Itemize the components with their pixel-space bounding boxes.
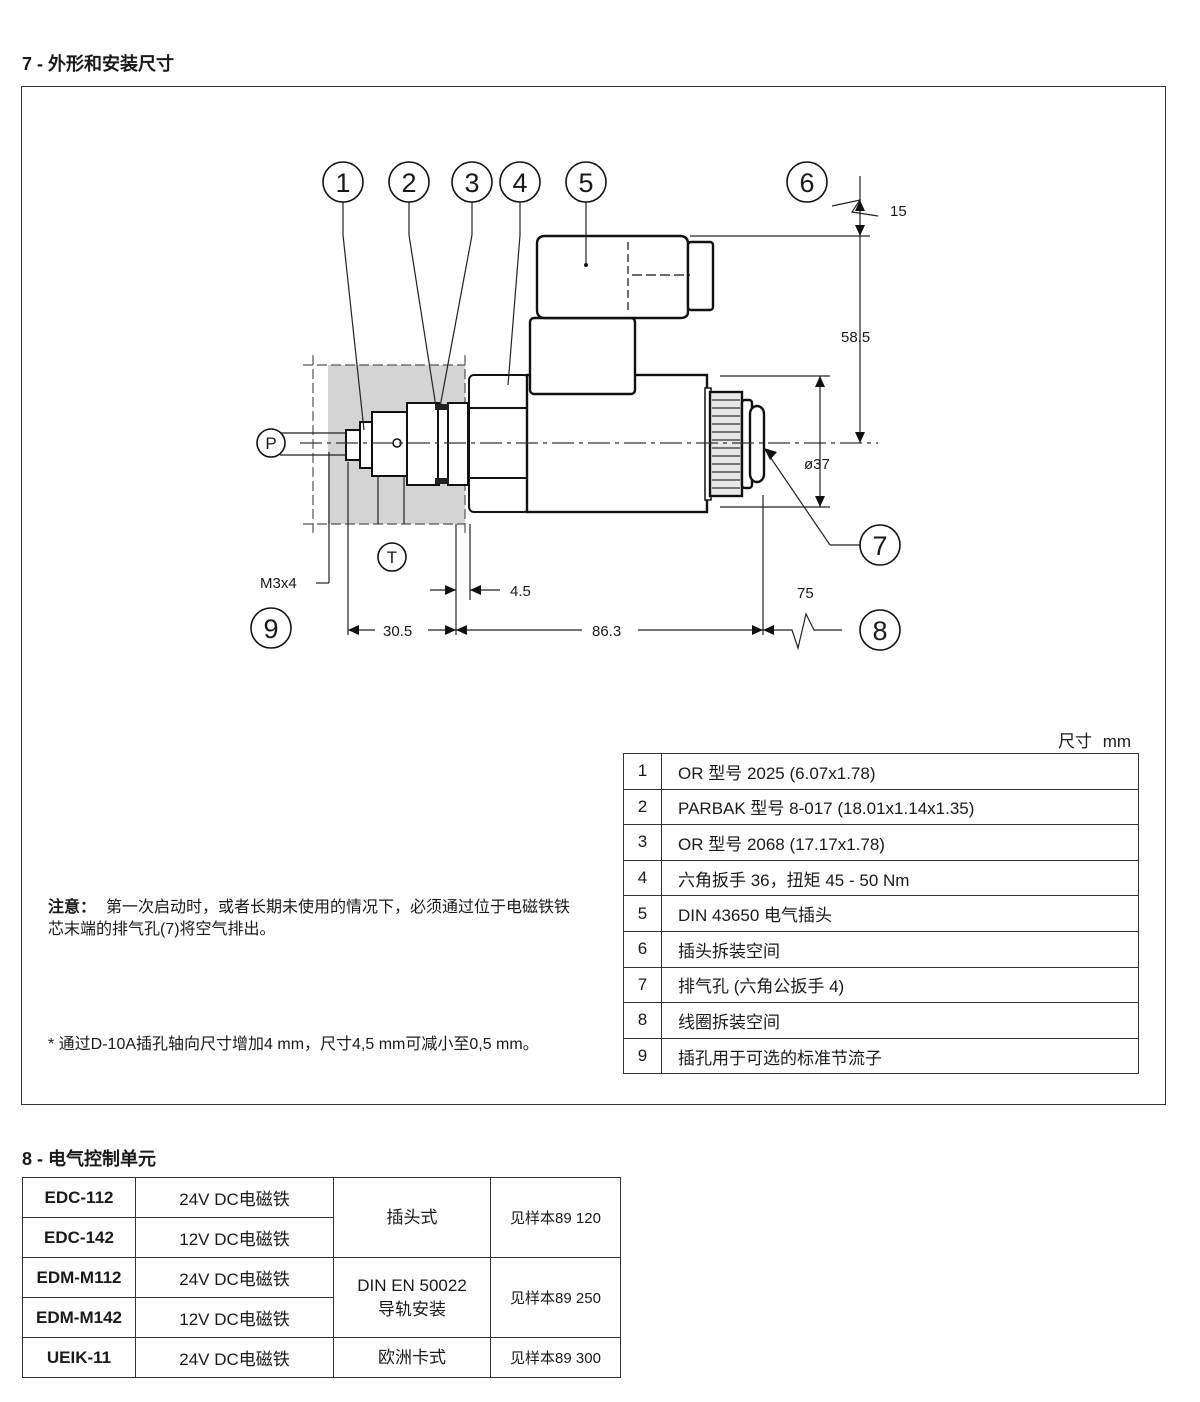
part-desc: 六角扳手 36，扭矩 45 - 50 Nm	[661, 859, 1139, 897]
part-num: 9	[623, 1037, 662, 1075]
dim-15: 15	[890, 203, 907, 220]
part-num: 5	[623, 895, 662, 932]
note-text: 第一次启动时，或者长期未使用的情况下，必须通过位于电磁铁铁芯末端的排气孔(7)将…	[48, 899, 571, 938]
dim-37: ø37	[804, 456, 830, 473]
callout-circles	[250, 161, 901, 651]
table-row: EDM-M112 24V DC电磁铁 DIN EN 50022 导轨安装 见样本8…	[22, 1257, 621, 1338]
model-cell: EDM-M142	[22, 1297, 136, 1338]
table-row: EDC-112 24V DC电磁铁 插头式 见样本89 120	[22, 1177, 621, 1258]
callout-1: 1	[335, 168, 350, 198]
port-t-label: T	[387, 548, 397, 567]
dim-4-5: 4.5	[510, 583, 531, 600]
part-num: 3	[623, 824, 662, 861]
callout-6: 6	[799, 168, 814, 198]
mount-cell: DIN EN 50022 导轨安装	[333, 1257, 491, 1338]
callout-7: 7	[872, 531, 887, 561]
table-row: UEIK-11 24V DC电磁铁 欧洲卡式 见样本89 300	[22, 1337, 621, 1378]
section-8-title: 8 - 电气控制单元	[22, 1149, 157, 1169]
model-cell: UEIK-11	[22, 1337, 136, 1378]
arrow-heads	[348, 200, 865, 635]
callout-5: 5	[578, 168, 593, 198]
dim-86-3: 86.3	[592, 623, 621, 640]
model-cell: EDC-142	[22, 1217, 136, 1258]
part-desc: OR 型号 2068 (17.17x1.78)	[661, 824, 1139, 861]
part-desc: 插头拆装空间	[661, 930, 1139, 968]
section-7-title: 7 - 外形和安装尺寸	[22, 54, 175, 74]
section-7-frame	[21, 86, 1166, 1105]
model-cell: EDC-112	[22, 1177, 136, 1218]
catalog-ref-cell: 见样本89 120	[490, 1177, 621, 1258]
unit-label: 尺寸 mm	[1058, 732, 1132, 751]
part-desc: 排气孔 (六角公扳手 4)	[661, 966, 1139, 1004]
mount-line-1: DIN EN 50022	[357, 1275, 467, 1295]
part-num: 4	[623, 859, 662, 897]
part-num: 8	[623, 1002, 662, 1039]
callout-8: 8	[872, 616, 887, 646]
voltage-cell: 24V DC电磁铁	[135, 1337, 334, 1378]
part-num: 2	[623, 788, 662, 826]
mount-cell: 插头式	[333, 1177, 491, 1258]
catalog-ref-cell: 见样本89 250	[490, 1257, 621, 1338]
dim-58-5: 58.5	[841, 329, 870, 346]
voltage-cell: 12V DC电磁铁	[135, 1217, 334, 1258]
part-num: 6	[623, 930, 662, 968]
table-row: EDM-M142 12V DC电磁铁	[22, 1297, 621, 1338]
dim-75: 75	[797, 585, 814, 602]
dim-thread: M3x4	[260, 575, 297, 592]
voltage-cell: 12V DC电磁铁	[135, 1297, 334, 1338]
callout-2: 2	[401, 168, 416, 198]
note-label: 注意：	[48, 899, 97, 916]
leader-lines	[342, 201, 860, 546]
plug-connector	[528, 234, 715, 396]
valve-cartridge	[345, 402, 469, 486]
port-p-label: P	[265, 434, 276, 453]
part-num: 7	[623, 966, 662, 1004]
voltage-cell: 24V DC电磁铁	[135, 1257, 334, 1298]
voltage-cell: 24V DC电磁铁	[135, 1177, 334, 1218]
dim-30-5: 30.5	[383, 623, 412, 640]
part-desc: DIN 43650 电气插头	[661, 895, 1139, 932]
mount-line-2: 导轨安装	[378, 1299, 446, 1319]
control-units-table: EDC-112 24V DC电磁铁 插头式 见样本89 120 EDC-142 …	[22, 1177, 621, 1378]
footnote: * 通过D-10A插孔轴向尺寸增加4 mm，尺寸4,5 mm可减小至0,5 mm…	[48, 1036, 539, 1053]
table-row: EDC-142 12V DC电磁铁	[22, 1217, 621, 1258]
dimension-drawing: 1 2 3 4 5 6 7 8 9 P T 15 58.5 ø37 4.5 75…	[250, 161, 907, 651]
part-desc: 插孔用于可选的标准节流子	[661, 1037, 1139, 1075]
catalog-ref-cell: 见样本89 300	[490, 1337, 621, 1378]
callout-3: 3	[464, 168, 479, 198]
part-desc: 线圈拆装空间	[661, 1002, 1139, 1039]
mount-cell: 欧洲卡式	[333, 1337, 491, 1378]
part-desc: OR 型号 2025 (6.07x1.78)	[661, 753, 1139, 790]
part-num: 1	[623, 753, 662, 790]
part-desc: PARBAK 型号 8-017 (18.01x1.14x1.35)	[661, 788, 1139, 826]
model-cell: EDM-M112	[22, 1257, 136, 1298]
callout-4: 4	[512, 168, 527, 198]
callout-9: 9	[263, 614, 278, 644]
startup-note: 注意：第一次启动时，或者长期未使用的情况下，必须通过位于电磁铁铁芯末端的排气孔(…	[48, 897, 578, 941]
